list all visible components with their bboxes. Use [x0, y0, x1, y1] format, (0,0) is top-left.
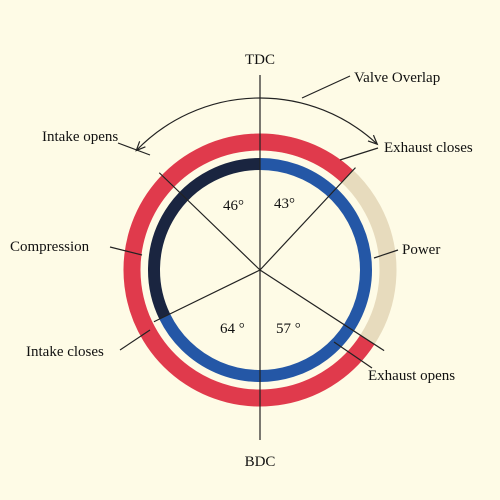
exhaust-opens-ray	[259, 269, 385, 352]
compression-leader	[109, 246, 143, 256]
exhaust-opens-label: Exhaust opens	[368, 368, 455, 384]
exhaust-closes-ray	[259, 167, 356, 271]
intake-closes-leader	[119, 329, 151, 351]
intake-opens-angle: 46°	[223, 198, 244, 214]
intake-opens-ray	[158, 172, 261, 271]
exhaust-arc-outer	[123, 133, 375, 407]
compression-arc-inner	[148, 158, 261, 320]
exhaust-opens-leader	[333, 341, 373, 369]
intake-closes-label: Intake closes	[26, 344, 104, 360]
intake-opens-label: Intake opens	[42, 129, 118, 145]
compression-label: Compression	[10, 239, 90, 255]
exhaust-closes-label: Exhaust closes	[384, 140, 473, 156]
valve-overlap-arc-line	[135, 97, 378, 151]
valve-overlap-arrow-left	[135, 141, 146, 152]
power-leader	[373, 249, 399, 259]
bdc-label: BDC	[245, 454, 276, 470]
valve-overlap-leader	[301, 75, 351, 99]
intake-closes-ray	[153, 269, 261, 323]
intake-closes-angle: 64 °	[220, 321, 245, 337]
intake-opens-leader	[117, 142, 151, 156]
exhaust-closes-leader	[339, 147, 379, 161]
angle-lines	[153, 167, 385, 352]
power-label: Power	[402, 242, 440, 258]
intake-arc-inner	[159, 158, 372, 382]
valve-overlap-label: Valve Overlap	[354, 70, 440, 86]
tdc-label: TDC	[245, 52, 275, 68]
timing-arcs	[123, 133, 397, 407]
valve-overlap-arc	[135, 97, 379, 152]
exhaust-opens-angle: 57 °	[276, 321, 301, 337]
exhaust-closes-angle: 43°	[274, 196, 295, 212]
valve-overlap-arrow-right	[367, 134, 379, 146]
